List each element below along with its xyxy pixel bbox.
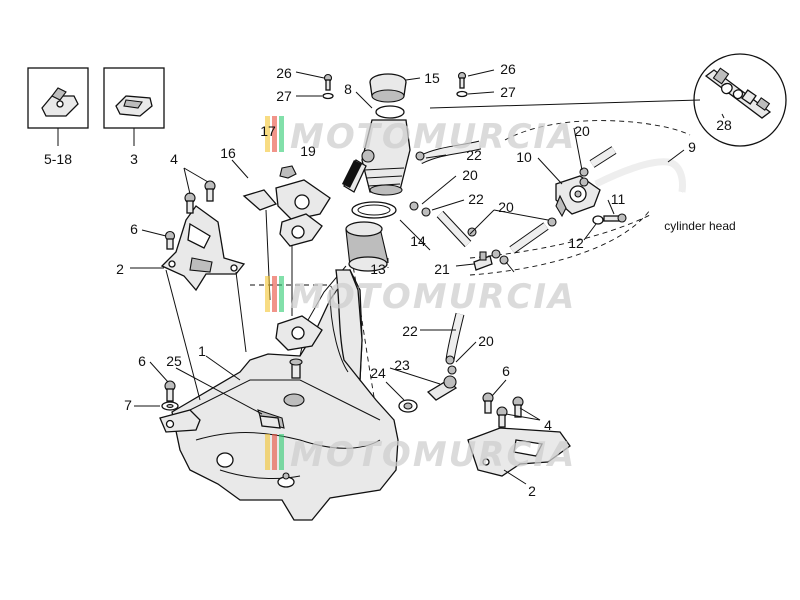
callout-14: 14 [410, 233, 426, 249]
watermark-middle: MOTOMURCIA [265, 276, 576, 317]
clamp-ring-14 [351, 201, 397, 219]
hose-20-top [589, 146, 617, 168]
callout-26-right: 26 [500, 61, 516, 77]
callout-20-low: 20 [478, 333, 494, 349]
callout-12: 12 [568, 235, 584, 251]
bolt-4-right-b [496, 406, 508, 428]
watermark-text-top: MOTOMURCIA [290, 117, 576, 157]
callout-7: 7 [124, 397, 132, 413]
callout-22-mid: 22 [468, 191, 484, 207]
hose-19 [341, 159, 363, 189]
bolt-4-right-a [512, 396, 524, 418]
bolt-6-right [482, 392, 494, 414]
callout-21: 21 [434, 261, 450, 277]
callout-10: 10 [516, 149, 532, 165]
mount-bracket-right [467, 427, 571, 477]
hose-22-lower [445, 312, 465, 361]
callout-15: 15 [424, 70, 440, 86]
callout-3: 3 [130, 151, 138, 167]
bolt-4-left-b [204, 180, 216, 202]
inset-box-clip-3 [103, 67, 165, 129]
filler-cap [369, 73, 407, 119]
callout-11: 11 [611, 191, 626, 207]
callout-17: 17 [260, 123, 276, 139]
washer-7 [161, 401, 179, 411]
screw-tank-top [289, 358, 303, 379]
callout-23: 23 [394, 357, 410, 373]
washer-12 [592, 215, 604, 225]
hose-20-right [509, 222, 549, 254]
t-fitting-21 [473, 251, 493, 271]
watermark-text-middle: MOTOMURCIA [290, 277, 576, 317]
hose-22-upper [417, 140, 482, 165]
bracket-strap [242, 189, 293, 316]
screw-26-left [323, 73, 333, 91]
fuel-tap-10 [555, 175, 601, 218]
callout-2-right: 2 [528, 483, 536, 499]
washer-27-right [456, 90, 468, 98]
callout-22-top: 22 [466, 147, 482, 163]
detail-circle-28 [693, 53, 787, 147]
callout-8: 8 [344, 81, 352, 97]
callout-9: 9 [688, 139, 696, 155]
callout-4-right: 4 [544, 417, 552, 433]
bolt-4-left-a [184, 192, 196, 214]
leader-lines [130, 69, 685, 485]
callout-20-top: 20 [574, 123, 590, 139]
watermark-top: MOTOMURCIA [265, 116, 576, 157]
bolt-6-tank [164, 380, 176, 402]
callout-26-left: 26 [276, 65, 292, 81]
nut-17 [279, 165, 297, 179]
screw-26-right [457, 71, 467, 89]
bolt-6-left [164, 230, 176, 250]
mount-bracket-left [160, 205, 246, 292]
filler-bellows [361, 119, 411, 196]
inset-box-clip-5-18 [27, 67, 89, 129]
callout-labels: 5-18 3 4 6 2 16 17 19 1 25 6 7 26 27 8 1… [44, 61, 736, 499]
callout-5-18: 5-18 [44, 151, 72, 167]
bolt-11 [603, 213, 627, 223]
fuel-filter-cylinder [345, 221, 389, 272]
callout-6-right: 6 [502, 363, 510, 379]
callout-19: 19 [300, 143, 316, 159]
filler-neck-tube [329, 269, 363, 382]
callout-20-mid: 20 [462, 167, 478, 183]
fuel-valve-23 [426, 375, 458, 401]
callout-16: 16 [220, 145, 236, 161]
callout-2-left: 2 [116, 261, 124, 277]
callout-4-left: 4 [170, 151, 178, 167]
clamp-24 [398, 399, 418, 413]
hose-22-middle [436, 210, 472, 248]
callout-1: 1 [198, 343, 206, 359]
hose-clamps [409, 151, 589, 375]
callout-6-tank: 6 [138, 353, 146, 369]
watermark-bottom: MOTOMURCIA [265, 434, 576, 475]
tank-mount-tab-left [159, 409, 201, 433]
callout-27-right: 27 [500, 84, 516, 100]
washer-27-left [322, 92, 334, 100]
hose-9 [594, 158, 686, 193]
vent-fitting-25 [259, 415, 281, 429]
callout-27-left: 27 [276, 88, 292, 104]
callout-28: 28 [716, 117, 732, 133]
callout-20-right: 20 [498, 199, 514, 215]
callout-25: 25 [166, 353, 182, 369]
watermark-text-bottom: MOTOMURCIA [290, 435, 576, 475]
annotation-cylinder-head: cylinder head [664, 219, 735, 233]
callout-22-low: 22 [402, 323, 418, 339]
callout-13: 13 [370, 261, 386, 277]
callout-24: 24 [370, 365, 386, 381]
pump-mount-plate [275, 179, 331, 351]
callout-6-left: 6 [130, 221, 138, 237]
